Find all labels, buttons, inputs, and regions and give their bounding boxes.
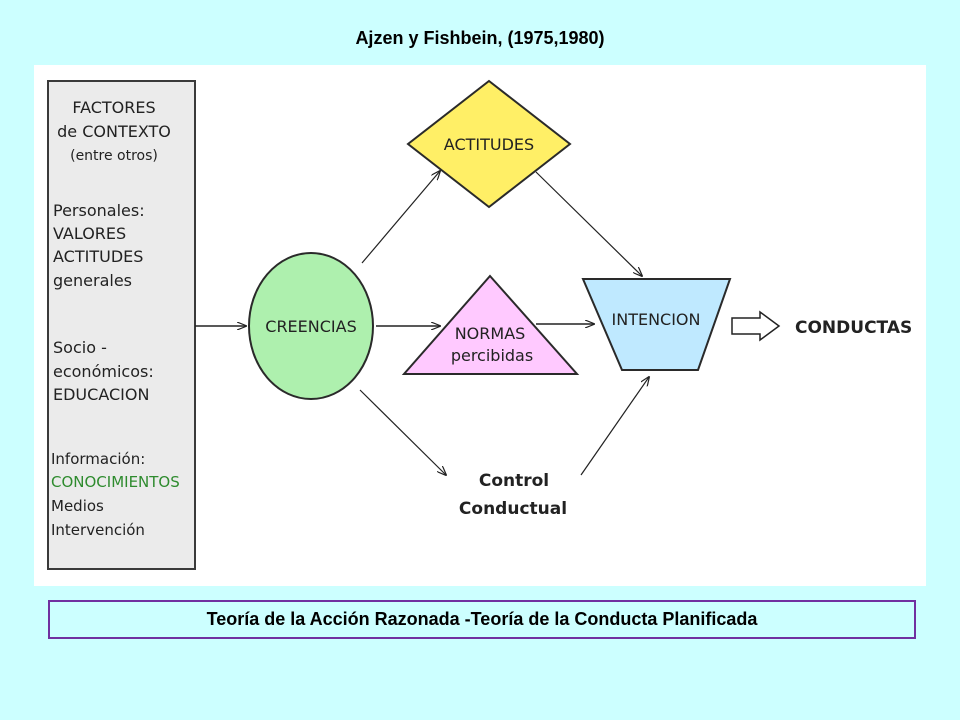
economicos-label: económicos:	[53, 362, 154, 381]
actitudes-node	[406, 79, 572, 209]
actitudes-label: ACTITUDES	[444, 135, 534, 154]
creencias-label: CREENCIAS	[265, 317, 356, 336]
arrow-control-to-intencion	[580, 377, 649, 476]
personales-label: Personales:	[53, 201, 145, 220]
caption-box: Teoría de la Acción Razonada -Teoría de …	[48, 600, 916, 639]
creencias-node	[248, 252, 374, 400]
normas-label-1: NORMAS	[455, 324, 526, 343]
context-heading-1: FACTORES	[72, 98, 155, 117]
normas-label-2: percibidas	[451, 346, 533, 365]
arrow-actitudes-to-intencion	[535, 171, 642, 276]
context-heading-3: (entre otros)	[70, 148, 158, 164]
hollow-arrow-icon	[731, 310, 781, 342]
conductas-label: CONDUCTAS	[795, 318, 912, 338]
socio-label: Socio -	[53, 338, 107, 357]
conocimientos-label: CONOCIMIENTOS	[51, 473, 180, 491]
educacion-label: EDUCACION	[53, 385, 149, 404]
generales-label: generales	[53, 271, 132, 290]
diagram-panel: FACTORES de CONTEXTO (entre otros) Perso…	[34, 65, 926, 586]
page-title: Ajzen y Fishbein, (1975,1980)	[355, 28, 605, 48]
context-heading-2: de CONTEXTO	[57, 122, 171, 141]
normas-node	[401, 274, 580, 375]
informacion-label: Información:	[51, 450, 145, 468]
control-label-2: Conductual	[459, 499, 567, 519]
medios-label: Medios	[51, 497, 104, 515]
actitudes-generales-label: ACTITUDES	[53, 247, 143, 266]
intervencion-label: Intervención	[51, 521, 145, 539]
intencion-label: INTENCION	[612, 310, 701, 329]
valores-label: VALORES	[53, 224, 126, 243]
control-label-1: Control	[479, 471, 549, 491]
intencion-node	[581, 278, 732, 371]
arrow-creencias-to-actitudes	[361, 171, 440, 264]
caption-text: Teoría de la Acción Razonada -Teoría de …	[206, 609, 758, 629]
diagram-svg: FACTORES de CONTEXTO (entre otros) Perso…	[47, 79, 912, 570]
context-factors-box	[47, 80, 196, 570]
arrow-creencias-to-control	[359, 389, 446, 475]
